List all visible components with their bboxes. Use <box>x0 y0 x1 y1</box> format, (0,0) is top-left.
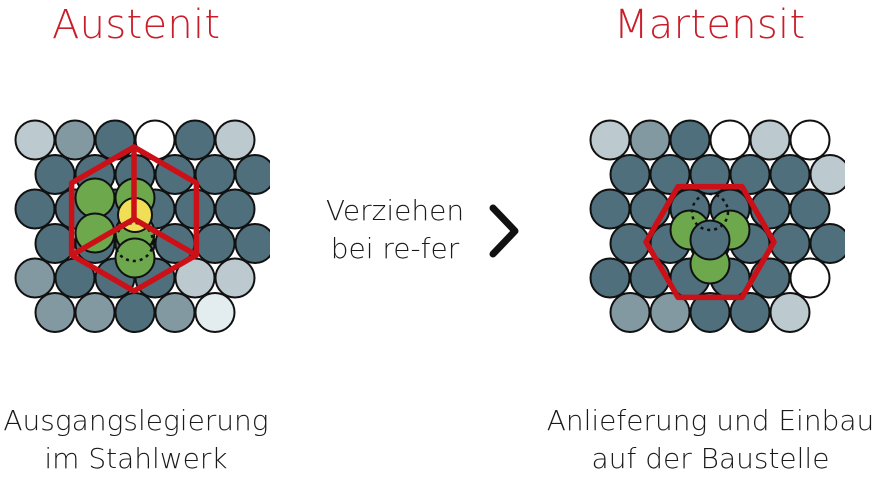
lattice-atom <box>34 292 76 333</box>
austenite-caption-line-1: Ausgangslegierung <box>3 404 269 437</box>
fcc-cube-outline <box>68 144 200 294</box>
lattice-atom <box>769 154 811 195</box>
martensite-caption-line-1: Anlieferung und Einbau <box>546 404 875 437</box>
lattice-atom <box>629 119 671 161</box>
lattice-atom <box>14 188 56 230</box>
lattice-atom <box>809 223 845 264</box>
austenite-caption: Ausgangslegierung im Stahlwerk <box>0 402 272 478</box>
martensite-caption: Anlieferung und Einbau auf der Baustelle <box>540 402 881 478</box>
lattice-atom <box>589 119 631 161</box>
lattice-atom <box>14 257 56 299</box>
lattice-atom <box>154 292 196 333</box>
lattice-atom <box>74 292 116 333</box>
lattice-atom <box>14 119 56 161</box>
lattice-atom <box>769 292 811 333</box>
lattice-atom <box>174 119 216 161</box>
martensite-caption-line-2: auf der Baustelle <box>591 442 830 475</box>
transition-label: Verziehen bei re-fer <box>300 192 490 268</box>
lattice-atom <box>34 223 76 264</box>
lattice-atom <box>669 119 711 161</box>
chevron-right-icon <box>489 204 519 258</box>
lattice-atom <box>194 223 236 264</box>
martensite-title: Martensit <box>614 2 806 48</box>
lattice-atom <box>194 154 236 195</box>
lattice-atom <box>54 119 96 161</box>
lattice-atom <box>214 119 256 161</box>
lattice-atom <box>234 223 270 264</box>
hidden-atom-outline <box>690 192 730 232</box>
lattice-atom <box>114 292 156 333</box>
lattice-atom <box>214 257 256 299</box>
highlight-atom <box>114 237 156 279</box>
lattice-atom <box>609 292 651 333</box>
hcp-hexagon-outline <box>643 183 777 301</box>
martensite-lattice <box>589 119 845 333</box>
lattice-atom <box>609 223 651 264</box>
lattice-atom <box>94 119 136 161</box>
lattice-atom <box>589 257 631 299</box>
lattice-atom <box>589 188 631 230</box>
lattice-atom <box>749 119 791 161</box>
lattice-atom <box>769 223 811 264</box>
lattice-atom <box>789 257 831 299</box>
lattice-atom <box>709 119 751 161</box>
austenite-lattice <box>14 119 270 333</box>
transition-line-2: bei re-fer <box>330 232 460 265</box>
lattice-atom <box>234 154 270 195</box>
austenite-caption-line-2: im Stahlwerk <box>44 442 228 475</box>
hidden-atom-outline <box>113 221 155 263</box>
cube-edge <box>131 216 199 258</box>
lattice-atom <box>34 154 76 195</box>
center-atom <box>689 219 731 261</box>
lattice-atom <box>789 188 831 230</box>
highlight-atom <box>74 177 116 219</box>
lattice-atom <box>809 154 845 195</box>
austenite-title: Austenit <box>52 2 221 48</box>
lattice-atom <box>194 292 236 333</box>
lattice-atom <box>789 119 831 161</box>
lattice-atom <box>609 154 651 195</box>
cube-edge <box>69 216 137 258</box>
transition-line-1: Verziehen <box>325 194 465 227</box>
lattice-atom <box>214 188 256 230</box>
